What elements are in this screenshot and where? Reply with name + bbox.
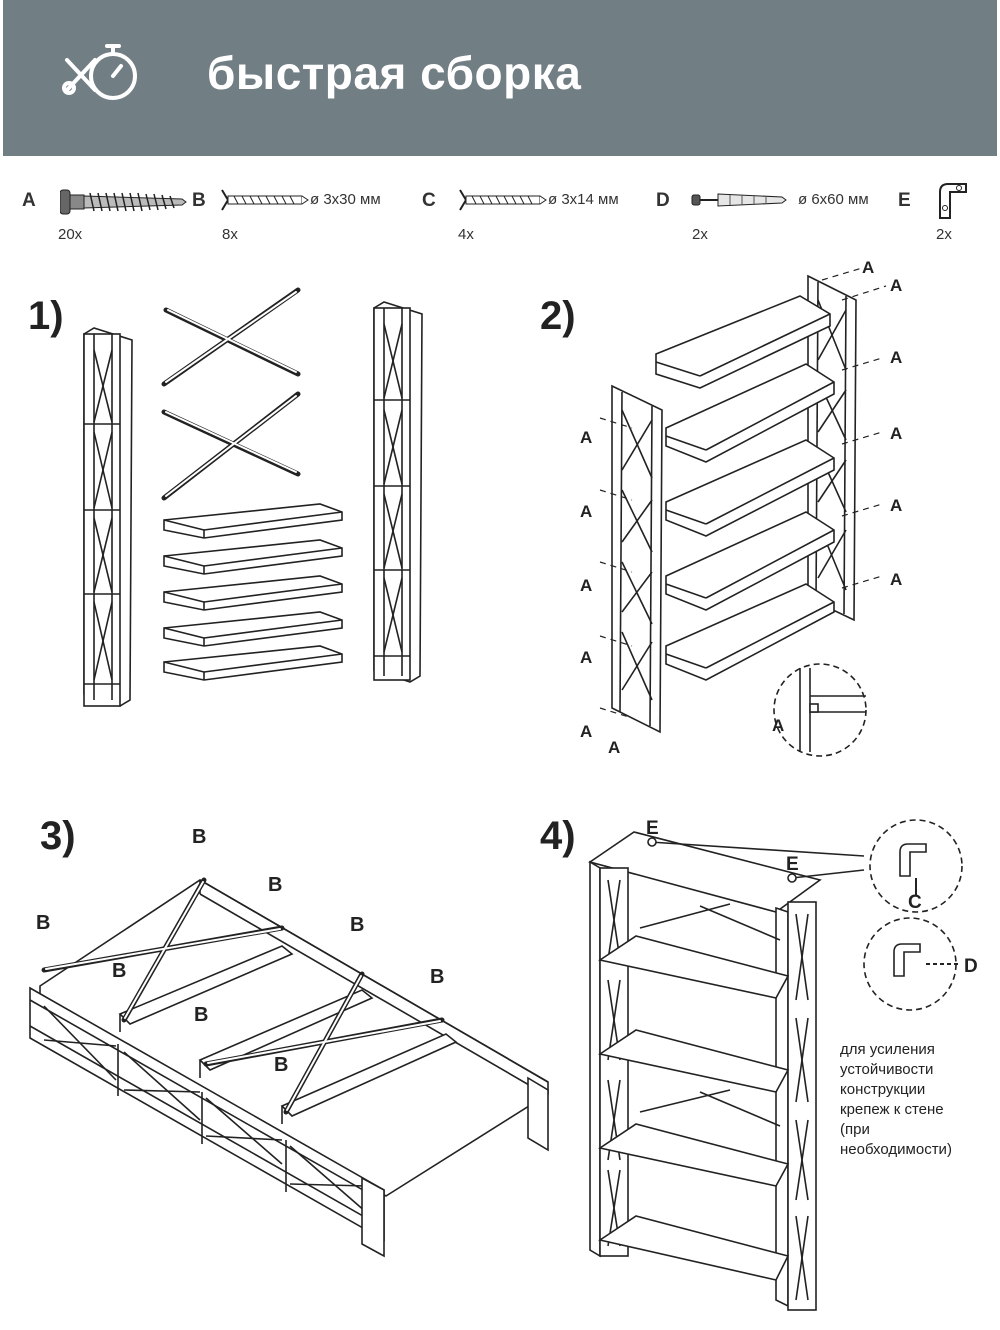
- long-screw-icon: [221, 189, 309, 211]
- callout-e: E: [646, 818, 659, 839]
- callout-a: A: [862, 258, 875, 277]
- part-letter: D: [656, 190, 670, 211]
- confirmat-screw-icon: [60, 189, 187, 215]
- part-qty: 4x: [458, 226, 474, 243]
- part-c: C ø 3x14 мм 4x: [422, 178, 642, 248]
- wall-dowel-icon: [691, 193, 787, 207]
- part-size: ø 3x30 мм: [310, 191, 381, 208]
- step-1-shelves: [163, 503, 343, 681]
- note-line: крепеж к стене: [840, 1101, 944, 1118]
- part-qty: 2x: [692, 226, 708, 243]
- callout-b: B: [350, 914, 365, 936]
- callout-a: A: [890, 570, 903, 589]
- callout-a: A: [890, 496, 903, 515]
- part-qty: 2x: [936, 226, 952, 243]
- part-b: B ø 3x30 мм 8x: [192, 178, 412, 248]
- callout-c: C: [908, 892, 922, 913]
- note-line: необходимости): [840, 1141, 952, 1158]
- callout-a: A: [608, 738, 621, 757]
- part-size: ø 6x60 мм: [798, 191, 869, 208]
- step-3-number: 3): [40, 814, 76, 858]
- step-1-left-frame: [83, 327, 133, 707]
- wall-fastening-note: для усиления устойчивости конструкции кр…: [840, 1040, 990, 1160]
- short-screw-icon: [459, 189, 547, 211]
- note-line: устойчивости: [840, 1061, 934, 1078]
- page-title: быстрая сборка: [207, 47, 582, 99]
- callout-b: B: [112, 960, 127, 982]
- note-line: конструкции: [840, 1081, 926, 1098]
- callout-a: A: [580, 428, 593, 447]
- part-letter: A: [22, 190, 36, 211]
- part-qty: 20x: [58, 226, 83, 243]
- callout-b: B: [194, 1004, 209, 1026]
- part-d: D ø 6x60 мм 2x: [656, 178, 896, 248]
- part-qty: 8x: [222, 226, 238, 243]
- note-line: для усиления: [840, 1041, 935, 1058]
- callout-b: B: [36, 912, 51, 934]
- step-1-right-frame: [373, 301, 423, 683]
- step-1-number: 1): [28, 294, 64, 338]
- callout-a: A: [580, 576, 593, 595]
- callout-a: A: [890, 276, 903, 295]
- step-1-rods: [161, 287, 301, 501]
- corner-bracket-icon: [939, 183, 967, 219]
- step-4-assembly: [588, 831, 865, 1311]
- step-2-number: 2): [540, 294, 576, 338]
- callout-a: A: [580, 648, 593, 667]
- part-letter: B: [192, 190, 206, 211]
- callout-a: A: [890, 424, 903, 443]
- stopwatch-tools-icon: [62, 44, 137, 100]
- callout-d: D: [964, 956, 978, 977]
- part-a: A 20x: [22, 178, 187, 248]
- callout-b: B: [268, 874, 283, 896]
- callout-a: A: [580, 722, 593, 741]
- step-4-number: 4): [540, 814, 576, 858]
- callout-b: B: [274, 1054, 289, 1076]
- part-letter: E: [898, 190, 911, 211]
- callout-a: A: [772, 716, 785, 735]
- part-letter: C: [422, 190, 436, 211]
- callout-e: E: [786, 854, 799, 875]
- callout-a: A: [580, 502, 593, 521]
- part-size: ø 3x14 мм: [548, 191, 619, 208]
- header-bar: быстрая сборка: [3, 0, 997, 156]
- note-line: (при: [840, 1121, 870, 1138]
- step-3-assembly: [29, 879, 549, 1258]
- callout-b: B: [430, 966, 445, 988]
- part-e: E 2x: [898, 178, 978, 248]
- callout-a: A: [890, 348, 903, 367]
- step-2-assembly: [611, 274, 857, 734]
- callout-b: B: [192, 826, 207, 848]
